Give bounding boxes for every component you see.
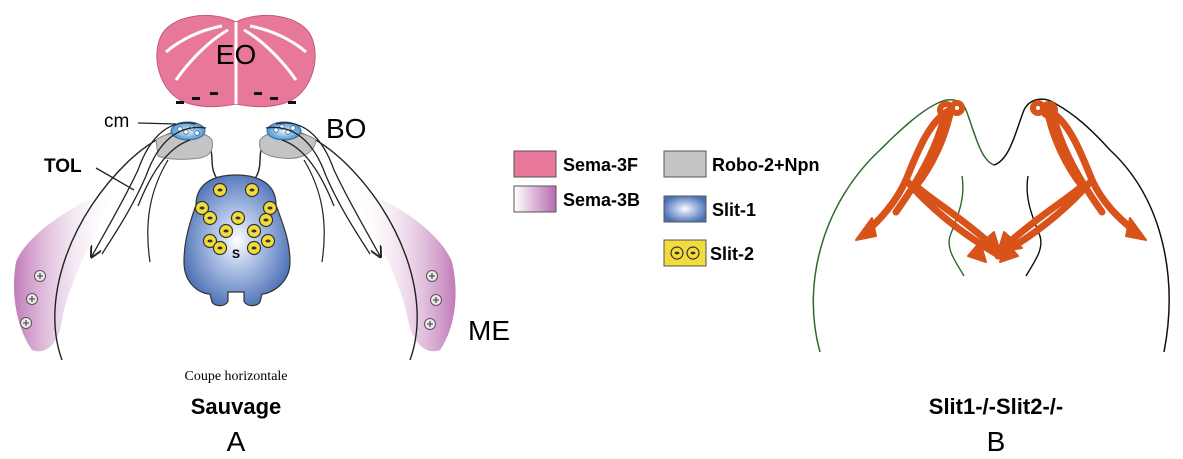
panel-a: S	[13, 15, 510, 457]
bo-label: BO	[326, 113, 366, 144]
tol-tract-right	[265, 122, 380, 256]
legend-swatch-slit2	[663, 239, 707, 267]
panel-letter-a: A	[227, 426, 246, 457]
legend-swatch-sema3b	[513, 185, 557, 213]
inner-outline-left	[147, 159, 169, 263]
panel-b: Slit1-/-Slit2-/- B	[812, 98, 1170, 457]
legend-label-robo2npn: Robo-2+Npn	[712, 155, 820, 175]
outline-right-black	[993, 98, 1170, 353]
inner-outline-right	[303, 159, 325, 263]
tol-label: TOL	[44, 156, 82, 177]
axon-arrowheads	[855, 217, 1147, 263]
inner-outline-right-black	[1025, 175, 1042, 277]
cm-leader-line	[137, 122, 177, 125]
panel-letter-b: B	[987, 426, 1006, 457]
inner-outline-left-green	[948, 175, 965, 277]
septum-label: S	[232, 247, 240, 261]
outline-left-green	[812, 98, 995, 353]
legend-label-slit1: Slit-1	[712, 200, 756, 220]
sema3b-region-left	[13, 188, 119, 352]
eo-label: EO	[216, 39, 256, 70]
bulb-knots	[937, 100, 1058, 119]
legend-swatch-sema3f	[513, 150, 557, 178]
legend-swatch-slit1	[663, 195, 707, 223]
legend-label-slit2: Slit-2	[710, 244, 754, 264]
sema3b-region-right	[352, 188, 456, 352]
tol-tract-left	[92, 122, 207, 256]
caption-coupe: Coupe horizontale	[184, 369, 287, 384]
legend-slit2-dots	[670, 246, 700, 260]
legend-label-sema3f: Sema-3F	[563, 155, 638, 175]
condition-slit-knockout: Slit1-/-Slit2-/-	[929, 394, 1063, 419]
axon-arrows	[862, 106, 1140, 260]
legend: Sema-3F Robo-2+Npn Sema-3B Slit-1 Slit-2	[513, 150, 820, 267]
minus-icons	[176, 92, 296, 104]
legend-label-sema3b: Sema-3B	[563, 190, 640, 210]
condition-sauvage: Sauvage	[191, 394, 282, 419]
me-label: ME	[468, 315, 510, 346]
tol-leader-line	[95, 167, 135, 191]
legend-swatch-robo2npn	[663, 150, 707, 178]
eo-white-lines	[165, 22, 307, 104]
cm-label: cm	[104, 111, 129, 132]
